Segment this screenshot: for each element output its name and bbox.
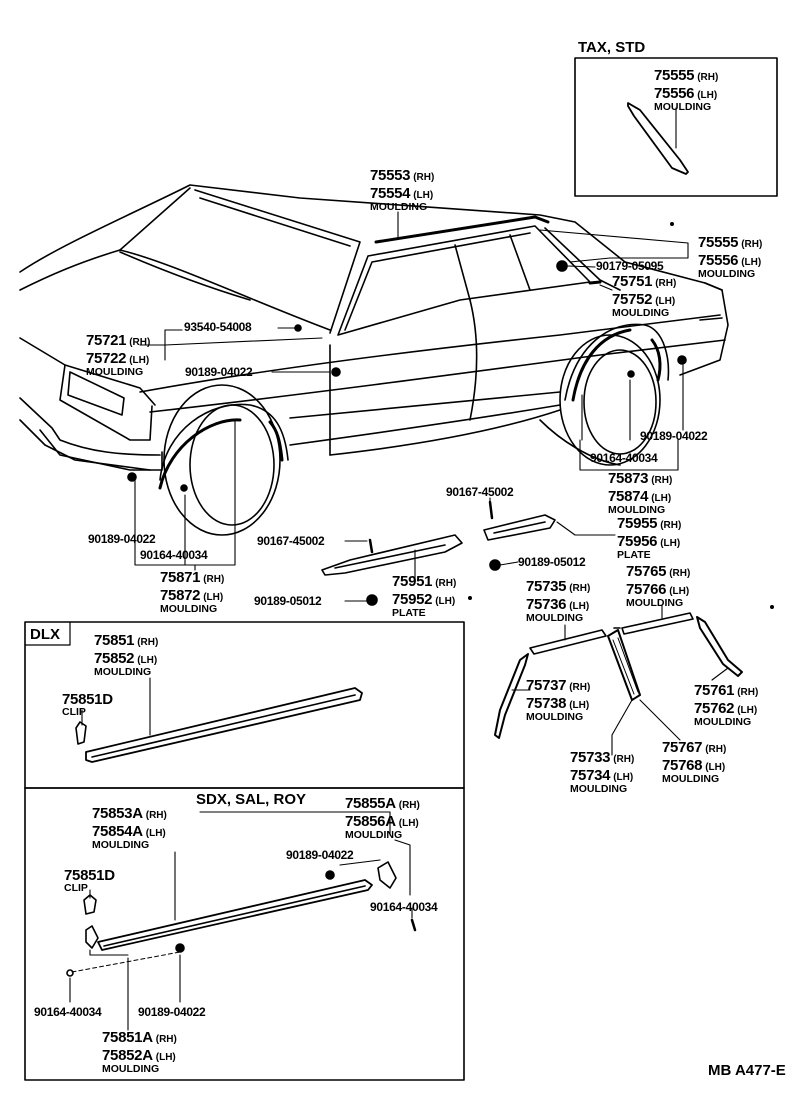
callout-90189-a: 90189-04022 (185, 365, 253, 379)
car-body (19, 184, 729, 536)
callout-75751: 75751(RH) 75752(LH) MOULDING (612, 273, 677, 319)
callout-90189-e: 90189-04022 (138, 1005, 206, 1019)
moulding-75765 (621, 612, 694, 635)
plate-75955 (483, 514, 556, 541)
callout-90164-c: 90164-40034 (370, 900, 438, 914)
callout-90164-d: 90164-40034 (34, 1005, 102, 1019)
callout-90189-b: 90189-04022 (640, 429, 708, 443)
callout-90189-05012-b: 90189-05012 (254, 594, 322, 608)
callout-75851a: 75851A(RH) 75852A(LH) MOULDING (102, 1029, 177, 1075)
callout-75721: 75721(RH) 75722(LH) MOULDING (86, 332, 151, 378)
callout-75761: 75761(RH) 75762(LH) MOULDING (694, 682, 759, 728)
group-title-dlx: DLX (30, 626, 60, 643)
moulding-75761 (696, 616, 743, 677)
sdx-clip (83, 894, 97, 915)
callout-75955: 75955(RH) 75956(LH) PLATE (617, 515, 682, 561)
callout-90164-a: 90164-40034 (590, 451, 658, 465)
callout-75555-box: 75555(RH) 75556(LH) MOULDING (654, 67, 719, 113)
moulding-75733 (607, 629, 641, 701)
moulding-75737 (494, 653, 529, 739)
callout-75855a: 75855A(RH) 75856A(LH) MOULDING (345, 795, 420, 841)
callout-90189-d: 90189-04022 (286, 848, 354, 862)
tax-std-box (574, 57, 778, 197)
car-mouldings (158, 215, 662, 490)
callout-75851: 75851(RH) 75852(LH) MOULDING (94, 632, 159, 678)
leader-lines (69, 107, 729, 1031)
group-title-sdx: SDX, SAL, ROY (196, 791, 307, 808)
tax-moulding-part (627, 102, 689, 175)
moulding-75735 (529, 629, 607, 655)
callout-75951: 75951(RH) 75952(LH) PLATE (392, 573, 457, 619)
sdx-moulding (97, 879, 373, 951)
group-title-tax-std: TAX, STD (578, 39, 646, 56)
callout-90167-b: 90167-45002 (257, 534, 325, 548)
callout-75851d-dlx: 75851D CLIP (62, 691, 113, 718)
callout-75767: 75767(RH) 75768(LH) MOULDING (662, 739, 727, 785)
callout-75853a: 75853A(RH) 75854A(LH) MOULDING (92, 805, 167, 851)
callout-75735: 75735(RH) 75736(LH) MOULDING (526, 578, 591, 624)
dlx-clip (75, 721, 87, 745)
sdx-rear-moulding (377, 861, 397, 889)
callout-75733: 75733(RH) 75734(LH) MOULDING (570, 749, 635, 795)
plate-75951 (321, 534, 463, 576)
dlx-moulding (85, 687, 363, 763)
callout-90179: 90179-05095 (596, 259, 664, 273)
callout-75555: 75555(RH) 75556(LH) MOULDING (698, 234, 763, 280)
callout-90189-c: 90189-04022 (88, 532, 156, 546)
callout-75873: 75873(RH) 75874(LH) MOULDING (608, 470, 673, 516)
callout-93540: 93540-54008 (184, 320, 252, 334)
callout-75737: 75737(RH) 75738(LH) MOULDING (526, 677, 591, 723)
sdx-box (24, 787, 465, 1081)
callout-90167-a: 90167-45002 (446, 485, 514, 499)
callout-90164-b: 90164-40034 (140, 548, 208, 562)
diagram-code: MB A477-E (708, 1062, 786, 1079)
callout-90189-05012-a: 90189-05012 (518, 555, 586, 569)
callout-75765: 75765(RH) 75766(LH) MOULDING (626, 563, 691, 609)
callout-75851d-sdx: 75851D CLIP (64, 867, 115, 894)
callout-75553: 75553(RH) 75554(LH) MOULDING (370, 167, 435, 213)
callout-75871: 75871(RH) 75872(LH) MOULDING (160, 569, 225, 615)
